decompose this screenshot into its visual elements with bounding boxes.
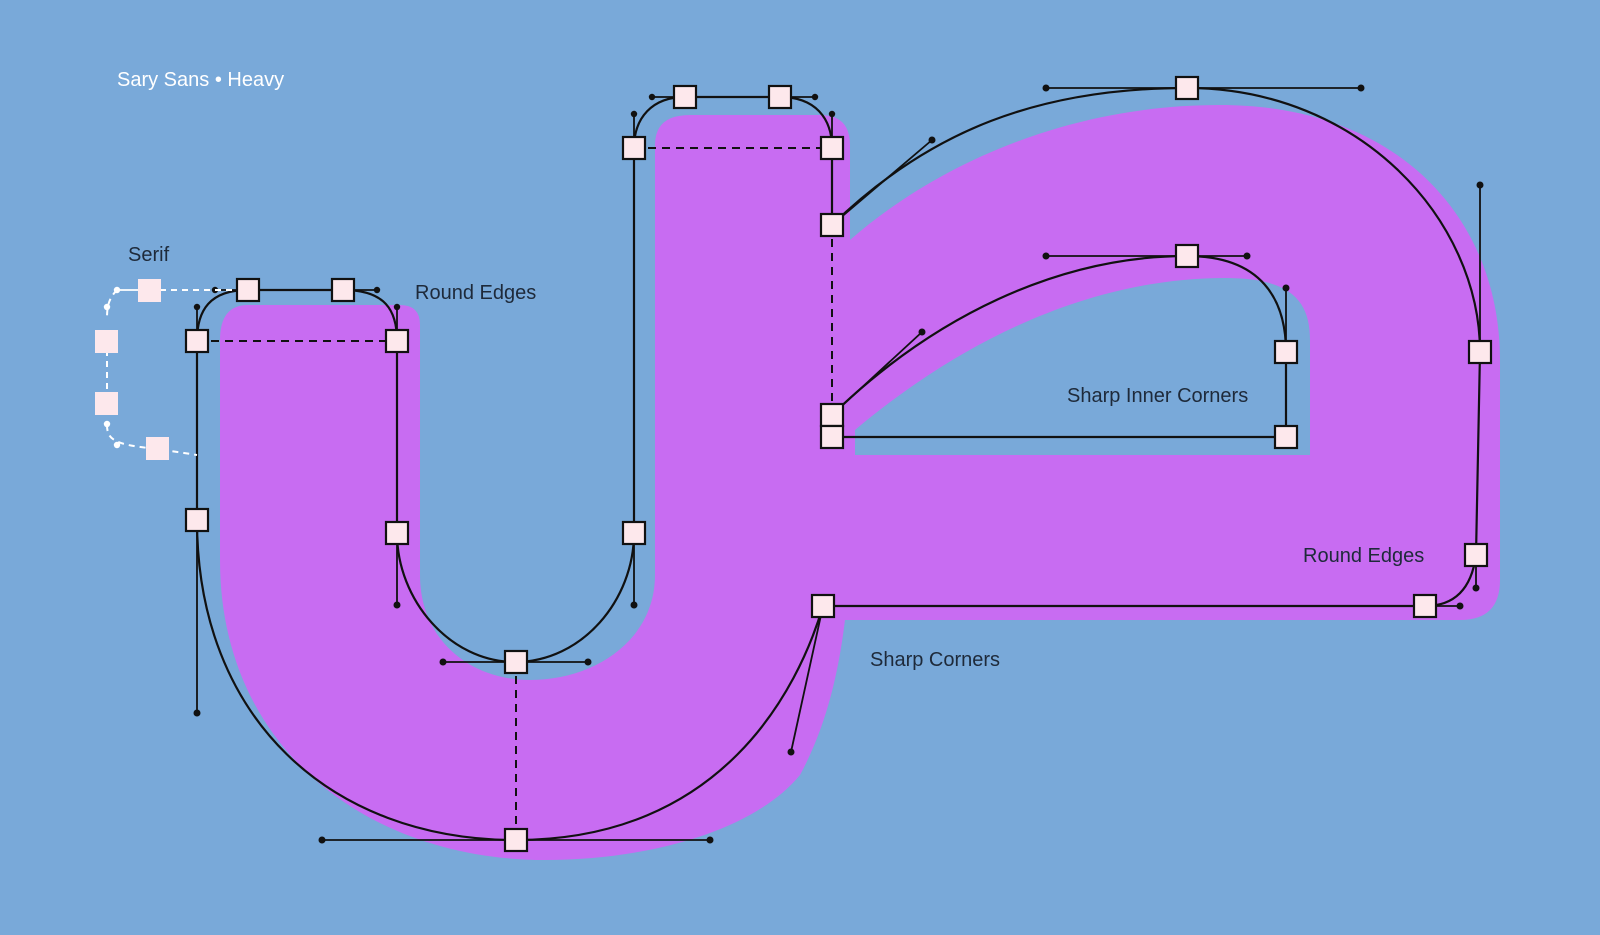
font-title: Sary Sans • Heavy: [117, 69, 284, 91]
label-round-edges-top: Round Edges: [415, 282, 536, 304]
serif-ghost-outline: [95, 279, 237, 460]
bezier-handles: [193, 84, 1484, 844]
label-round-edges-right: Round Edges: [1303, 545, 1424, 567]
label-sharp-corners: Sharp Corners: [870, 649, 1000, 671]
label-sharp-inner-corners: Sharp Inner Corners: [1067, 385, 1248, 407]
construction-lines: [197, 147, 833, 840]
glyph-fill-shape: [220, 105, 1500, 860]
glyph-outline-path: [195, 86, 1482, 842]
anchor-nodes: [184, 75, 1493, 853]
label-serif: Serif: [128, 244, 170, 266]
